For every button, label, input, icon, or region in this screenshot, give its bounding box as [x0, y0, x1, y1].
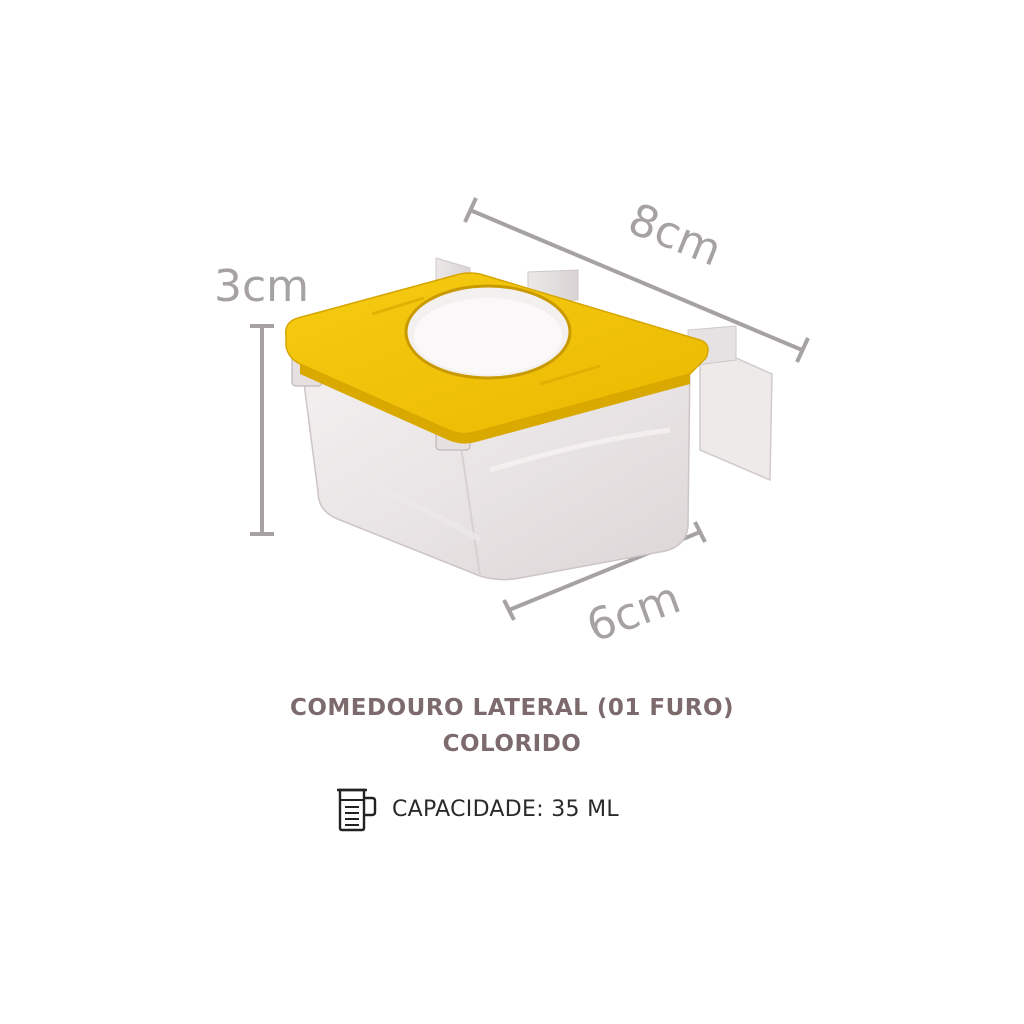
product-title-line1: COMEDOURO LATERAL (01 FURO) [289, 695, 735, 721]
height-label: 3cm [214, 261, 309, 312]
feeder-product [285, 257, 773, 581]
product-title: COMEDOURO LATERAL (01 FURO) COLORIDO [0, 690, 1024, 762]
product-title-line2: COLORIDO [442, 731, 582, 757]
capacity-text: CAPACIDADE: 35 ML [392, 796, 619, 822]
length-label: 8cm [621, 194, 728, 277]
height-dimension-line [250, 324, 274, 536]
capacity-row: CAPACIDADE: 35 ML [334, 786, 619, 832]
width-label: 6cm [580, 572, 687, 652]
measuring-jug-icon [334, 786, 378, 832]
length-dimension-line [463, 197, 810, 363]
